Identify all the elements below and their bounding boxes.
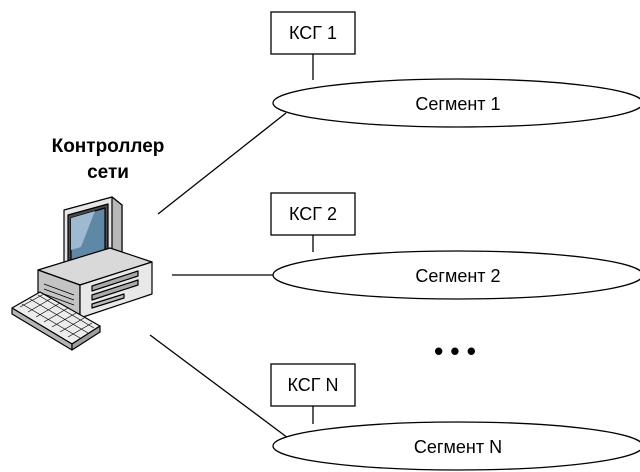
- segment-group-n: КСГ N Сегмент N: [270, 363, 640, 471]
- segment-ellipse-1: [272, 78, 640, 128]
- segment-group-1: КСГ 1 Сегмент 1: [270, 11, 640, 128]
- segment-ellipse-2: [272, 250, 640, 300]
- controller-title-line1: Контроллер: [52, 136, 165, 157]
- segment-label-2: Сегмент 2: [415, 266, 500, 286]
- more-segments-ellipsis: • • •: [434, 336, 476, 366]
- link-controller-segment-n: [149, 334, 289, 439]
- segment-ellipse-n: [272, 421, 640, 471]
- ksg-box-2: [270, 192, 356, 236]
- ksg-label-n: КСГ N: [287, 375, 338, 395]
- desktop-computer-icon: [11, 196, 153, 351]
- link-controller-segment-1: [157, 112, 287, 215]
- ksg-label-2: КСГ 2: [289, 204, 337, 224]
- segment-label-1: Сегмент 1: [415, 94, 500, 114]
- segment-label-n: Сегмент N: [414, 437, 502, 457]
- ksg-box-n: [270, 363, 356, 407]
- controller-title-line2: сети: [87, 162, 129, 183]
- ksg-label-1: КСГ 1: [289, 23, 337, 43]
- segment-group-2: КСГ 2 Сегмент 2: [270, 192, 640, 300]
